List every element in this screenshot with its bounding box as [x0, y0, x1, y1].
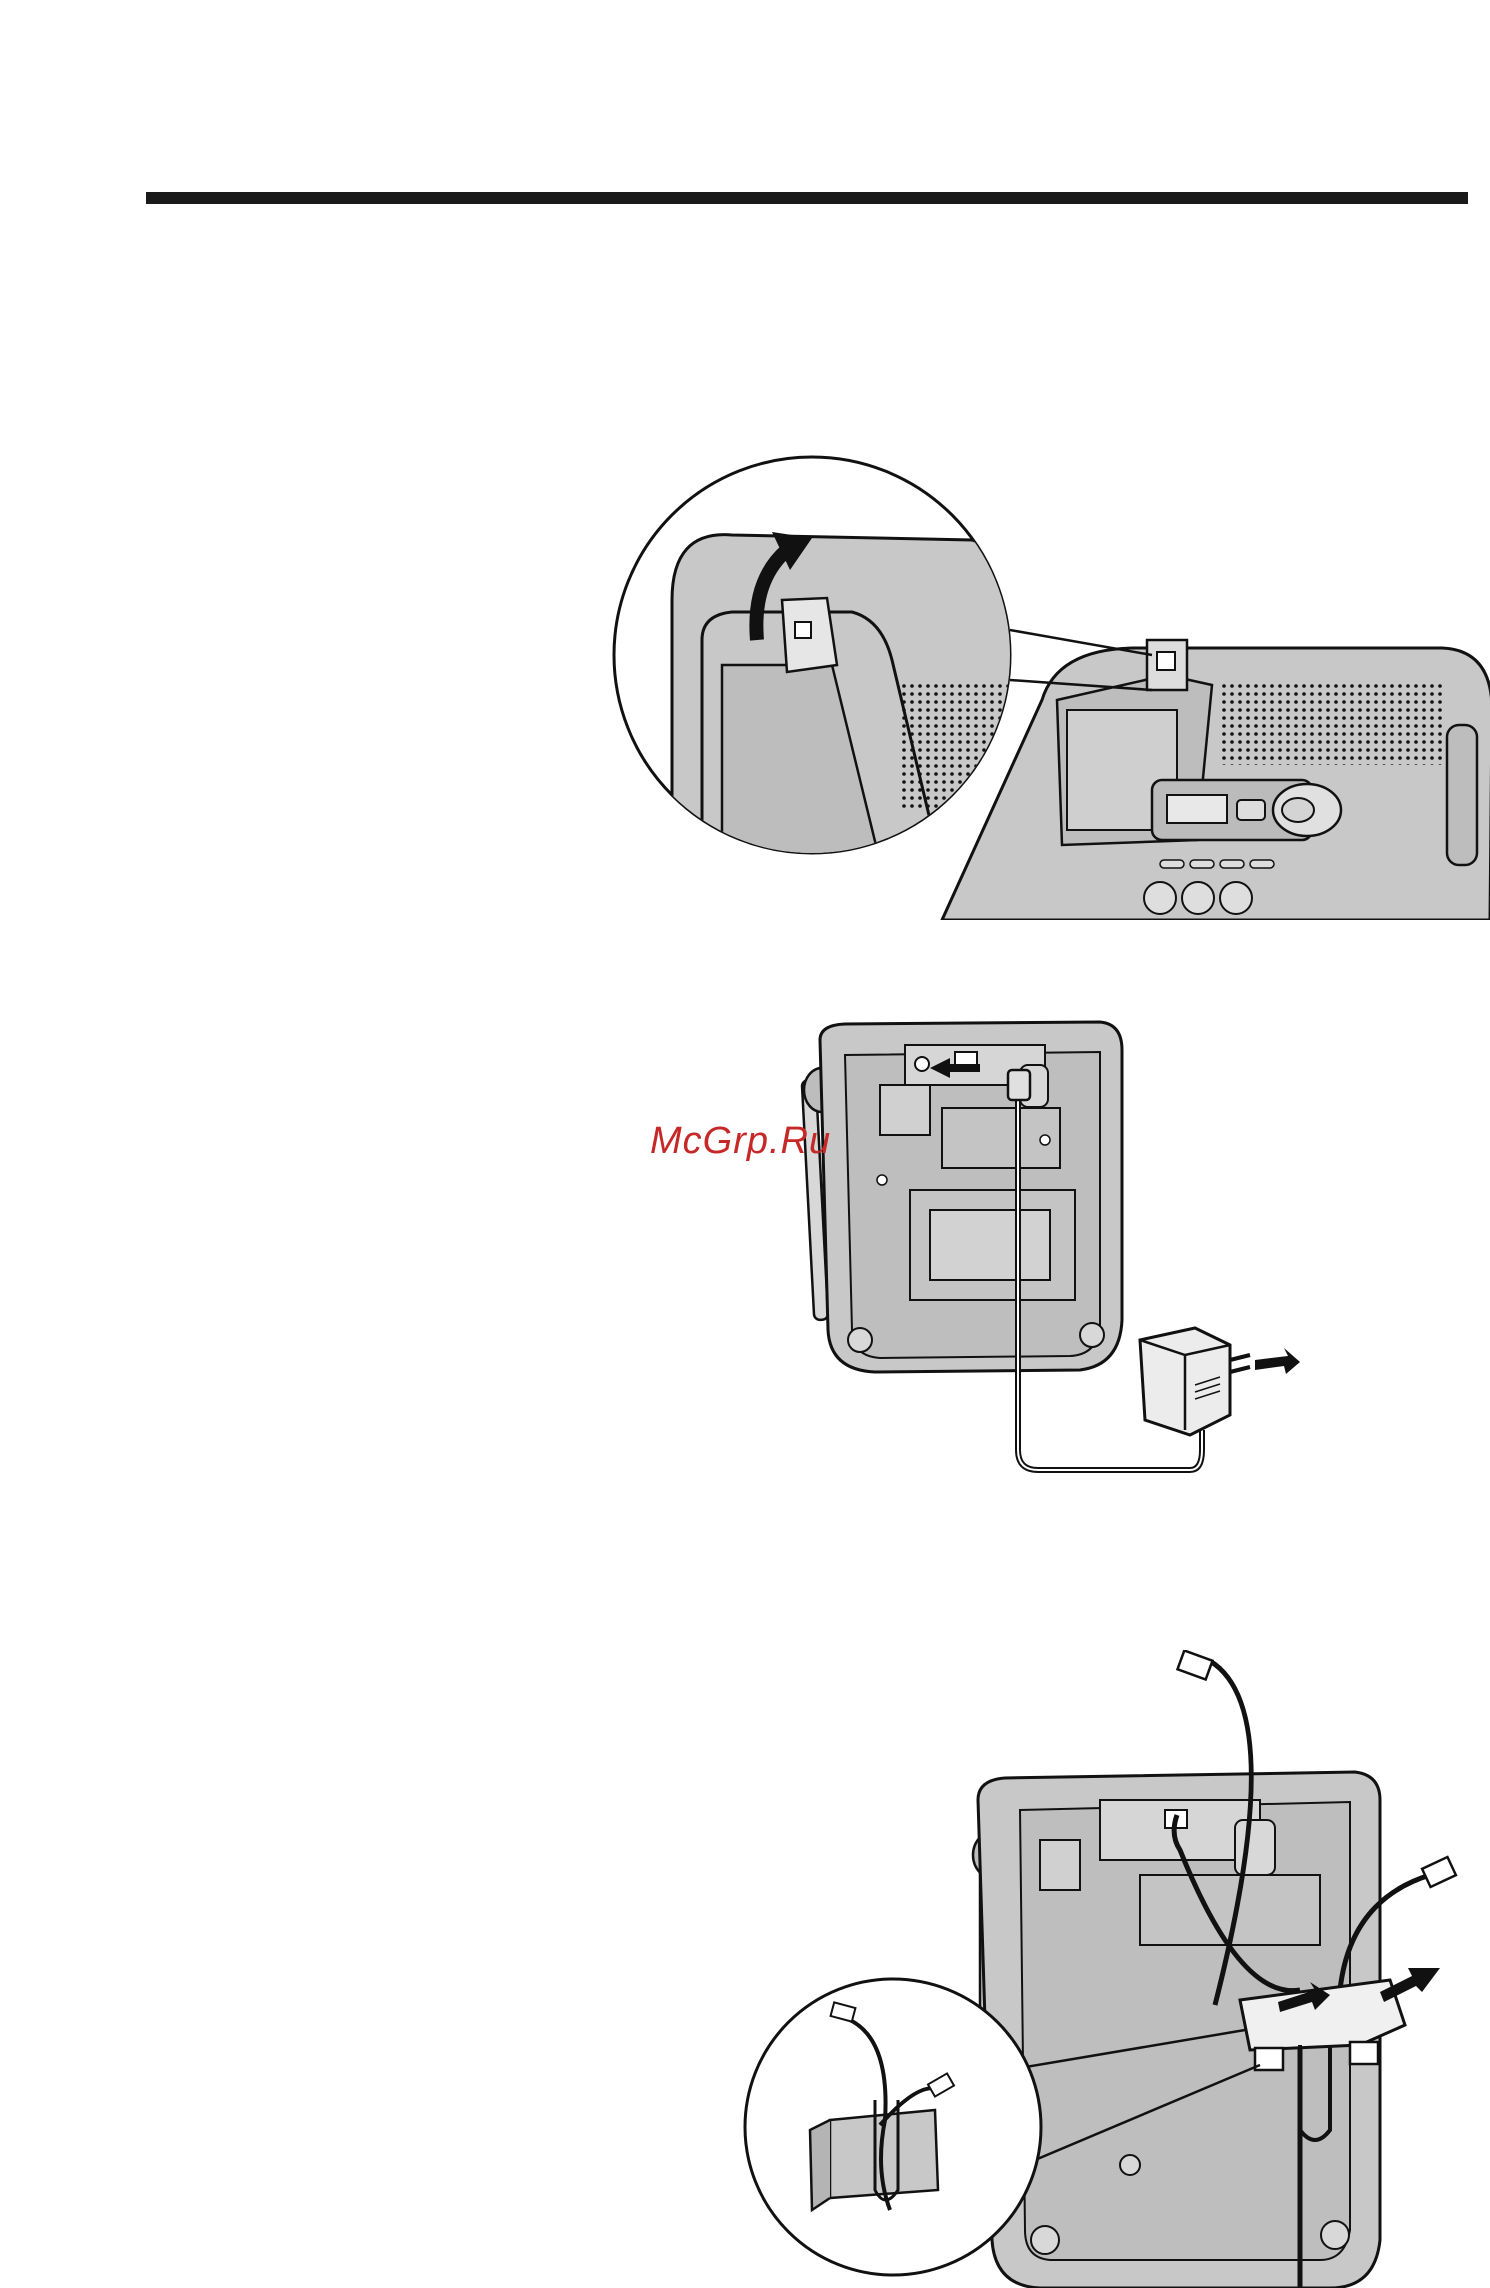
header-rule: [146, 192, 1468, 204]
telephone-line-figure: [740, 1650, 1460, 2288]
base-unit-back-icon: [820, 1022, 1122, 1372]
speaker-grille-icon: [1222, 680, 1442, 765]
antenna-figure: [612, 450, 1490, 920]
ac-adaptor-icon: [1140, 1328, 1250, 1435]
plug-arrow-icon: [1255, 1348, 1300, 1374]
magnifier-circle-icon: [745, 1979, 1041, 2275]
adaptor-figure: [800, 1010, 1300, 1510]
magnifier-circle-icon: [614, 457, 1032, 870]
watermark-text: McGrp.Ru: [650, 1120, 910, 1163]
